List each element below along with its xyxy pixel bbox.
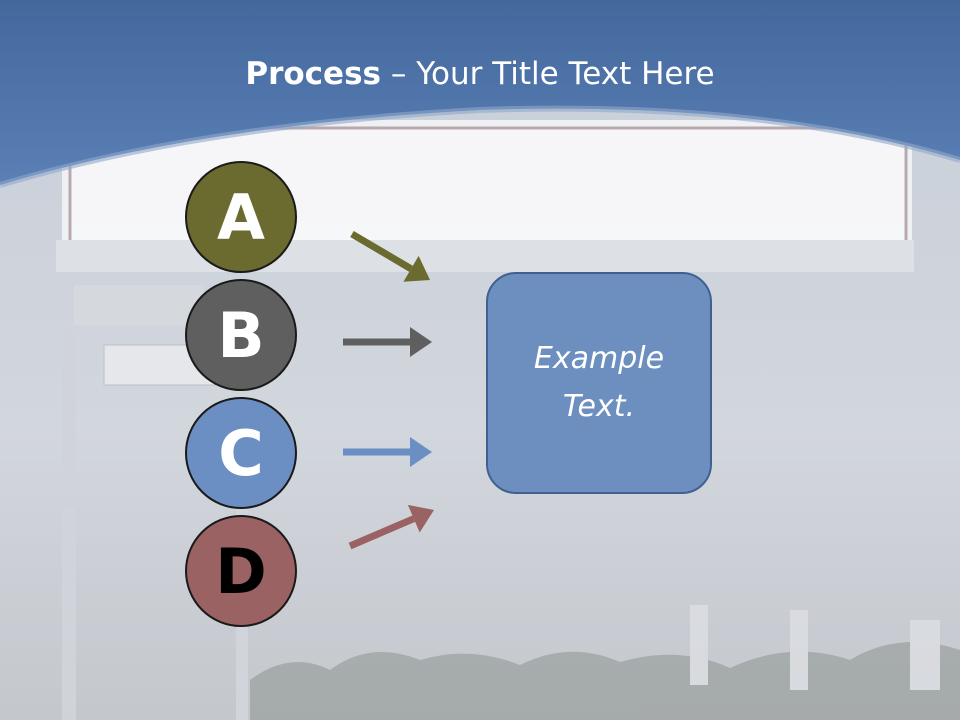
example-text: Example Text. — [533, 341, 665, 424]
treeline — [250, 605, 960, 720]
arrow-b — [343, 327, 432, 357]
step-circle-b: B — [185, 279, 297, 391]
step-letter-c: C — [218, 416, 264, 490]
arrow-a — [350, 230, 430, 282]
arrow-d — [348, 504, 434, 550]
title-banner — [0, 0, 960, 185]
example-text-box: Example Text. — [486, 272, 712, 494]
step-circle-c: C — [185, 397, 297, 509]
step-letter-d: D — [215, 534, 267, 608]
step-circle-a: A — [185, 161, 297, 273]
step-letter-a: A — [217, 180, 265, 254]
arrow-c — [343, 437, 432, 467]
title-bold: Process — [245, 56, 381, 92]
title-rest: – Your Title Text Here — [381, 56, 715, 92]
slide-title: Process – Your Title Text Here — [0, 52, 960, 96]
step-circle-d: D — [185, 515, 297, 627]
step-letter-b: B — [217, 298, 265, 372]
